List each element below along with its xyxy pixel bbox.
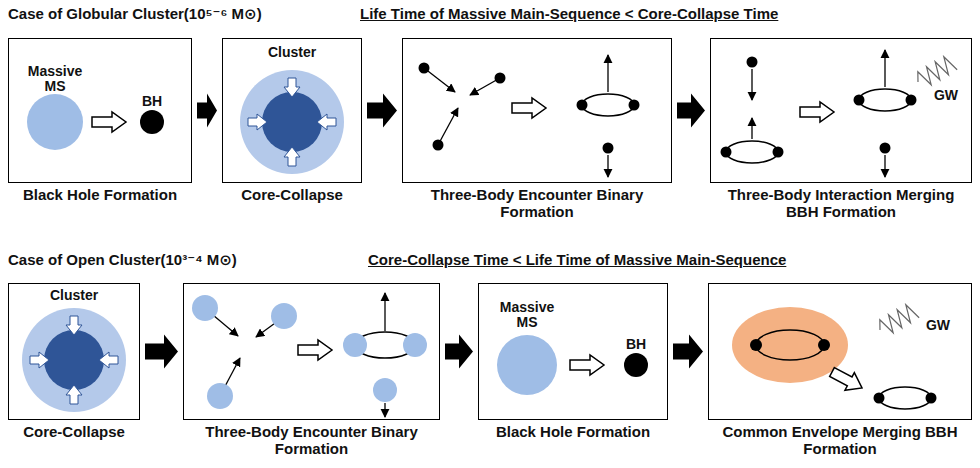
gw-label: GW — [934, 88, 958, 103]
panel: Three-Body Encounter Binary Formation — [402, 38, 672, 221]
row-condition: Life Time of Massive Main-Sequence < Cor… — [360, 6, 778, 23]
cluster-label: Cluster — [50, 288, 98, 303]
gw-label: GW — [926, 318, 950, 333]
cluster-label: Cluster — [268, 45, 316, 60]
panel: Three-Body Encounter Binary Formation — [183, 283, 440, 458]
star-label: Massive MS — [25, 64, 85, 95]
bh-label: BH — [142, 94, 162, 109]
panel-caption: Black Hole Formation — [8, 187, 192, 204]
block-arrow — [677, 94, 705, 128]
panel-caption: Three-Body Interaction Merging BBH Forma… — [710, 187, 972, 221]
panel-frame — [8, 283, 140, 420]
panel-caption: Black Hole Formation — [478, 424, 668, 441]
bh-label: BH — [626, 337, 646, 352]
block-arrow — [197, 94, 217, 128]
panel-caption: Common Envelope Merging BBH Formation — [708, 424, 972, 458]
panel: Black Hole Formation — [8, 38, 192, 204]
row-heading: Case of Globular Cluster(10⁵⁻⁶ M⊙) — [8, 6, 262, 23]
panel-frame — [8, 38, 192, 183]
panel: Common Envelope Merging BBH Formation — [708, 283, 972, 458]
star-label: Massive MS — [497, 300, 557, 331]
panel-caption: Three-Body Encounter Binary Formation — [183, 424, 440, 458]
panel-frame — [708, 283, 972, 420]
row-heading: Case of Open Cluster(10³⁻⁴ M⊙) — [8, 252, 237, 269]
row-condition: Core-Collapse Time < Life Time of Massiv… — [368, 252, 786, 269]
panel-frame — [183, 283, 440, 420]
panel-caption: Three-Body Encounter Binary Formation — [402, 187, 672, 221]
panel-caption: Core-Collapse — [8, 424, 140, 441]
block-arrow — [145, 335, 178, 369]
panel-frame — [710, 38, 972, 183]
panel: Core-Collapse — [222, 38, 362, 204]
block-arrow — [367, 94, 397, 128]
panel-frame — [402, 38, 672, 183]
block-arrow — [673, 335, 703, 369]
panel: Three-Body Interaction Merging BBH Forma… — [710, 38, 972, 221]
panel: Core-Collapse — [8, 283, 140, 441]
panel-caption: Core-Collapse — [222, 187, 362, 204]
block-arrow — [445, 335, 473, 369]
